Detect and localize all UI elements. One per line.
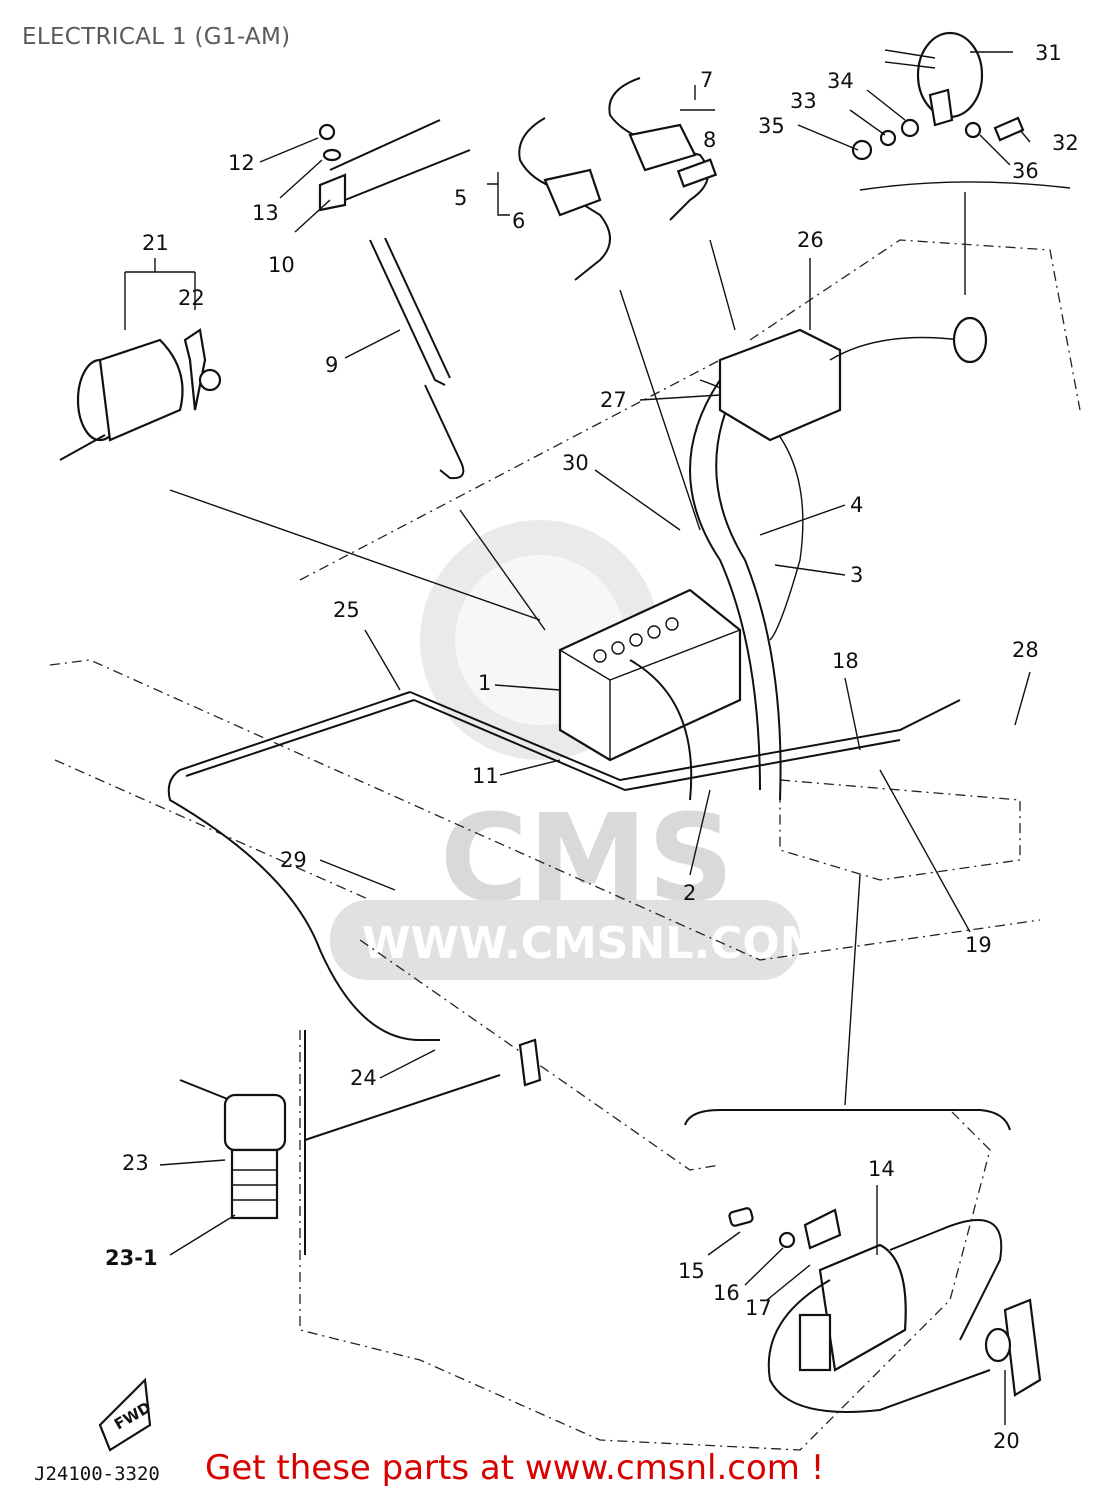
callout-36[interactable]: 36 [1012,159,1039,183]
battery-case-and-leads [689,379,804,801]
callout-27[interactable]: 27 [600,388,627,412]
callout-21[interactable]: 21 [142,231,169,255]
watermark-url: WWW.CMSNL.COM [362,918,824,969]
callout-19[interactable]: 19 [965,933,992,957]
battery [558,588,742,801]
callout-12[interactable]: 12 [228,151,255,175]
callout-15[interactable]: 15 [678,1259,705,1283]
callout-2[interactable]: 2 [683,881,696,905]
callout-1[interactable]: 1 [478,671,491,695]
callout-3[interactable]: 3 [850,563,863,587]
callout-25[interactable]: 25 [333,598,360,622]
callout-11[interactable]: 11 [472,764,499,788]
callout-8[interactable]: 8 [703,128,716,152]
callout-35[interactable]: 35 [758,114,785,138]
callout-23-1[interactable]: 23-1 [105,1246,158,1270]
callout-23[interactable]: 23 [122,1151,149,1175]
promo-link[interactable]: Get these parts at www.cmsnl.com ! [205,1448,825,1488]
fuse-holders [518,77,718,281]
callout-10[interactable]: 10 [268,253,295,277]
watermark: CMS WWW.CMSNL.COM [330,520,824,980]
callout-16[interactable]: 16 [713,1281,740,1305]
fwd-marker: FWD [98,1377,154,1452]
callout-30[interactable]: 30 [562,451,589,475]
callout-labels: 31 32 33 34 35 36 7 8 5 6 12 13 10 21 22… [105,41,1079,1453]
callout-26[interactable]: 26 [797,228,824,252]
chassis-outline [49,239,1081,1451]
callout-7[interactable]: 7 [700,68,713,92]
ignition-coil [684,1109,1042,1413]
callout-31[interactable]: 31 [1035,41,1062,65]
bracket-parts [318,119,471,480]
main-switch [59,328,222,461]
callout-24[interactable]: 24 [350,1066,377,1090]
callout-33[interactable]: 33 [790,89,817,113]
callout-32[interactable]: 32 [1052,131,1079,155]
callout-29[interactable]: 29 [280,848,307,872]
callout-20[interactable]: 20 [993,1429,1020,1453]
callout-18[interactable]: 18 [832,649,859,673]
callout-4[interactable]: 4 [850,493,863,517]
callout-14[interactable]: 14 [868,1157,895,1181]
callout-5[interactable]: 5 [454,186,467,210]
callout-17[interactable]: 17 [745,1296,772,1320]
diagram-title: ELECTRICAL 1 (G1-AM) [22,24,291,50]
leader-lines [124,51,1071,1425]
drawing-number: J24100-3320 [34,1463,160,1485]
callout-28[interactable]: 28 [1012,638,1039,662]
neutral-switch [179,1030,542,1255]
callout-13[interactable]: 13 [252,201,279,225]
callout-6[interactable]: 6 [512,209,525,233]
starter-relay [718,316,988,442]
callout-34[interactable]: 34 [827,69,854,93]
callout-22[interactable]: 22 [178,286,205,310]
horn [851,31,1025,161]
callout-9[interactable]: 9 [325,353,338,377]
